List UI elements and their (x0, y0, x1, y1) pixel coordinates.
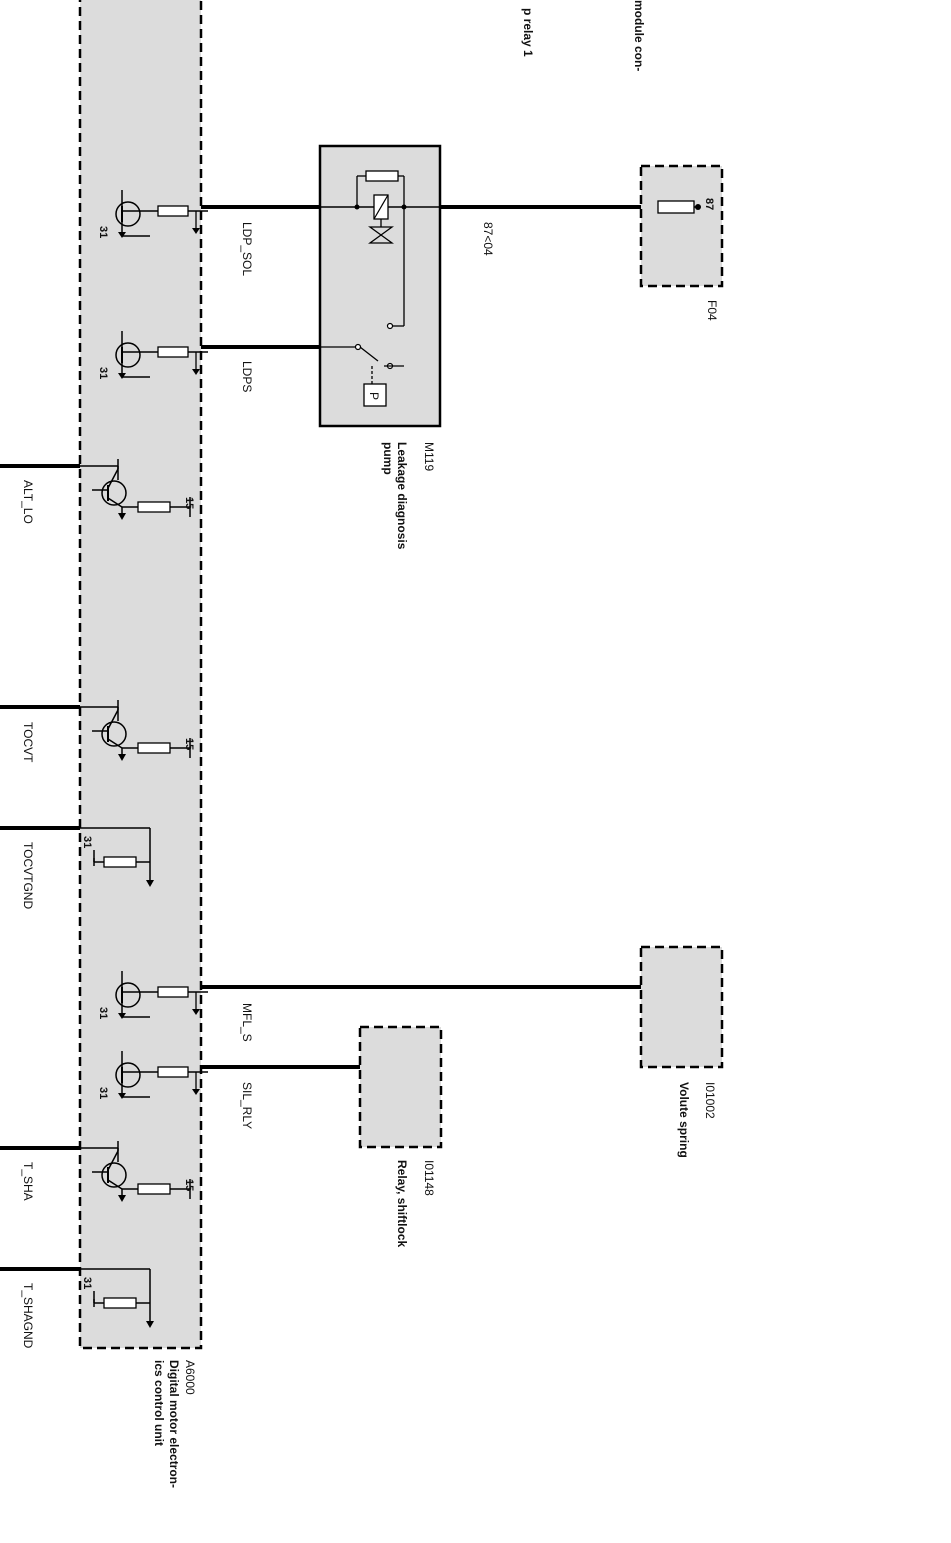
signal-ldp-sol: LDP_SOL (240, 222, 254, 276)
signal-sil-rly: SIL_RLY (240, 1082, 254, 1129)
i01148-name: Relay, shiftlock (395, 1160, 409, 1247)
signal-t-sha: T_SHA (21, 1162, 35, 1201)
i01002-name: Volute spring (677, 1082, 691, 1158)
component-f04 (639, 164, 724, 288)
ground-pin-sil-rly: 31 (97, 1087, 109, 1099)
module-a6000-id: A6000 (183, 1360, 197, 1395)
signal-tocvt: TOCVT (21, 722, 35, 763)
m119-name-2: pump (381, 442, 395, 475)
ground-pin-ldp-sol: 31 (97, 226, 109, 238)
component-m119: P (318, 144, 442, 428)
header-fragment-module: module con- (632, 0, 646, 71)
module-a6000-name-1: Digital motor electron- (167, 1360, 181, 1488)
header-fragment-relay: p relay 1 (521, 8, 535, 57)
component-i01148 (358, 1025, 443, 1149)
ground-pin-ldps: 31 (97, 367, 109, 379)
supply-pin-t-sha: 15 (183, 1179, 195, 1191)
i01002-id: I01002 (703, 1082, 717, 1119)
i01148-id: I01148 (422, 1160, 436, 1196)
supply-pin-alt-lo: 15 (183, 497, 195, 509)
m119-id: M119 (422, 442, 436, 471)
signal-mfl-s: MFL_S (240, 1003, 254, 1042)
supply-pin-tocvt: 15 (183, 738, 195, 750)
ground-pin-t-shagnd: 31 (81, 1277, 93, 1289)
signal-tocvtgnd: TOCVTGND (21, 842, 35, 909)
f04-pin: 87 (703, 198, 715, 210)
pump-symbol: P (367, 392, 381, 400)
module-a6000-box (78, 0, 203, 1350)
signal-alt-lo: ALT_LO (21, 480, 35, 524)
signal-ldps: LDPS (240, 361, 254, 392)
m119-name-1: Leakage diagnosis (395, 442, 409, 550)
signal-t-shagnd: T_SHAGND (21, 1283, 35, 1349)
module-a6000-name-2: ics control unit (152, 1360, 166, 1446)
ground-pin-tocvtgnd: 31 (81, 836, 93, 848)
wire-87-04-label: 87<04 (481, 222, 495, 256)
ground-pin-mfl-s: 31 (97, 1007, 109, 1019)
f04-id: F04 (705, 300, 719, 321)
component-i01002 (639, 945, 724, 1069)
